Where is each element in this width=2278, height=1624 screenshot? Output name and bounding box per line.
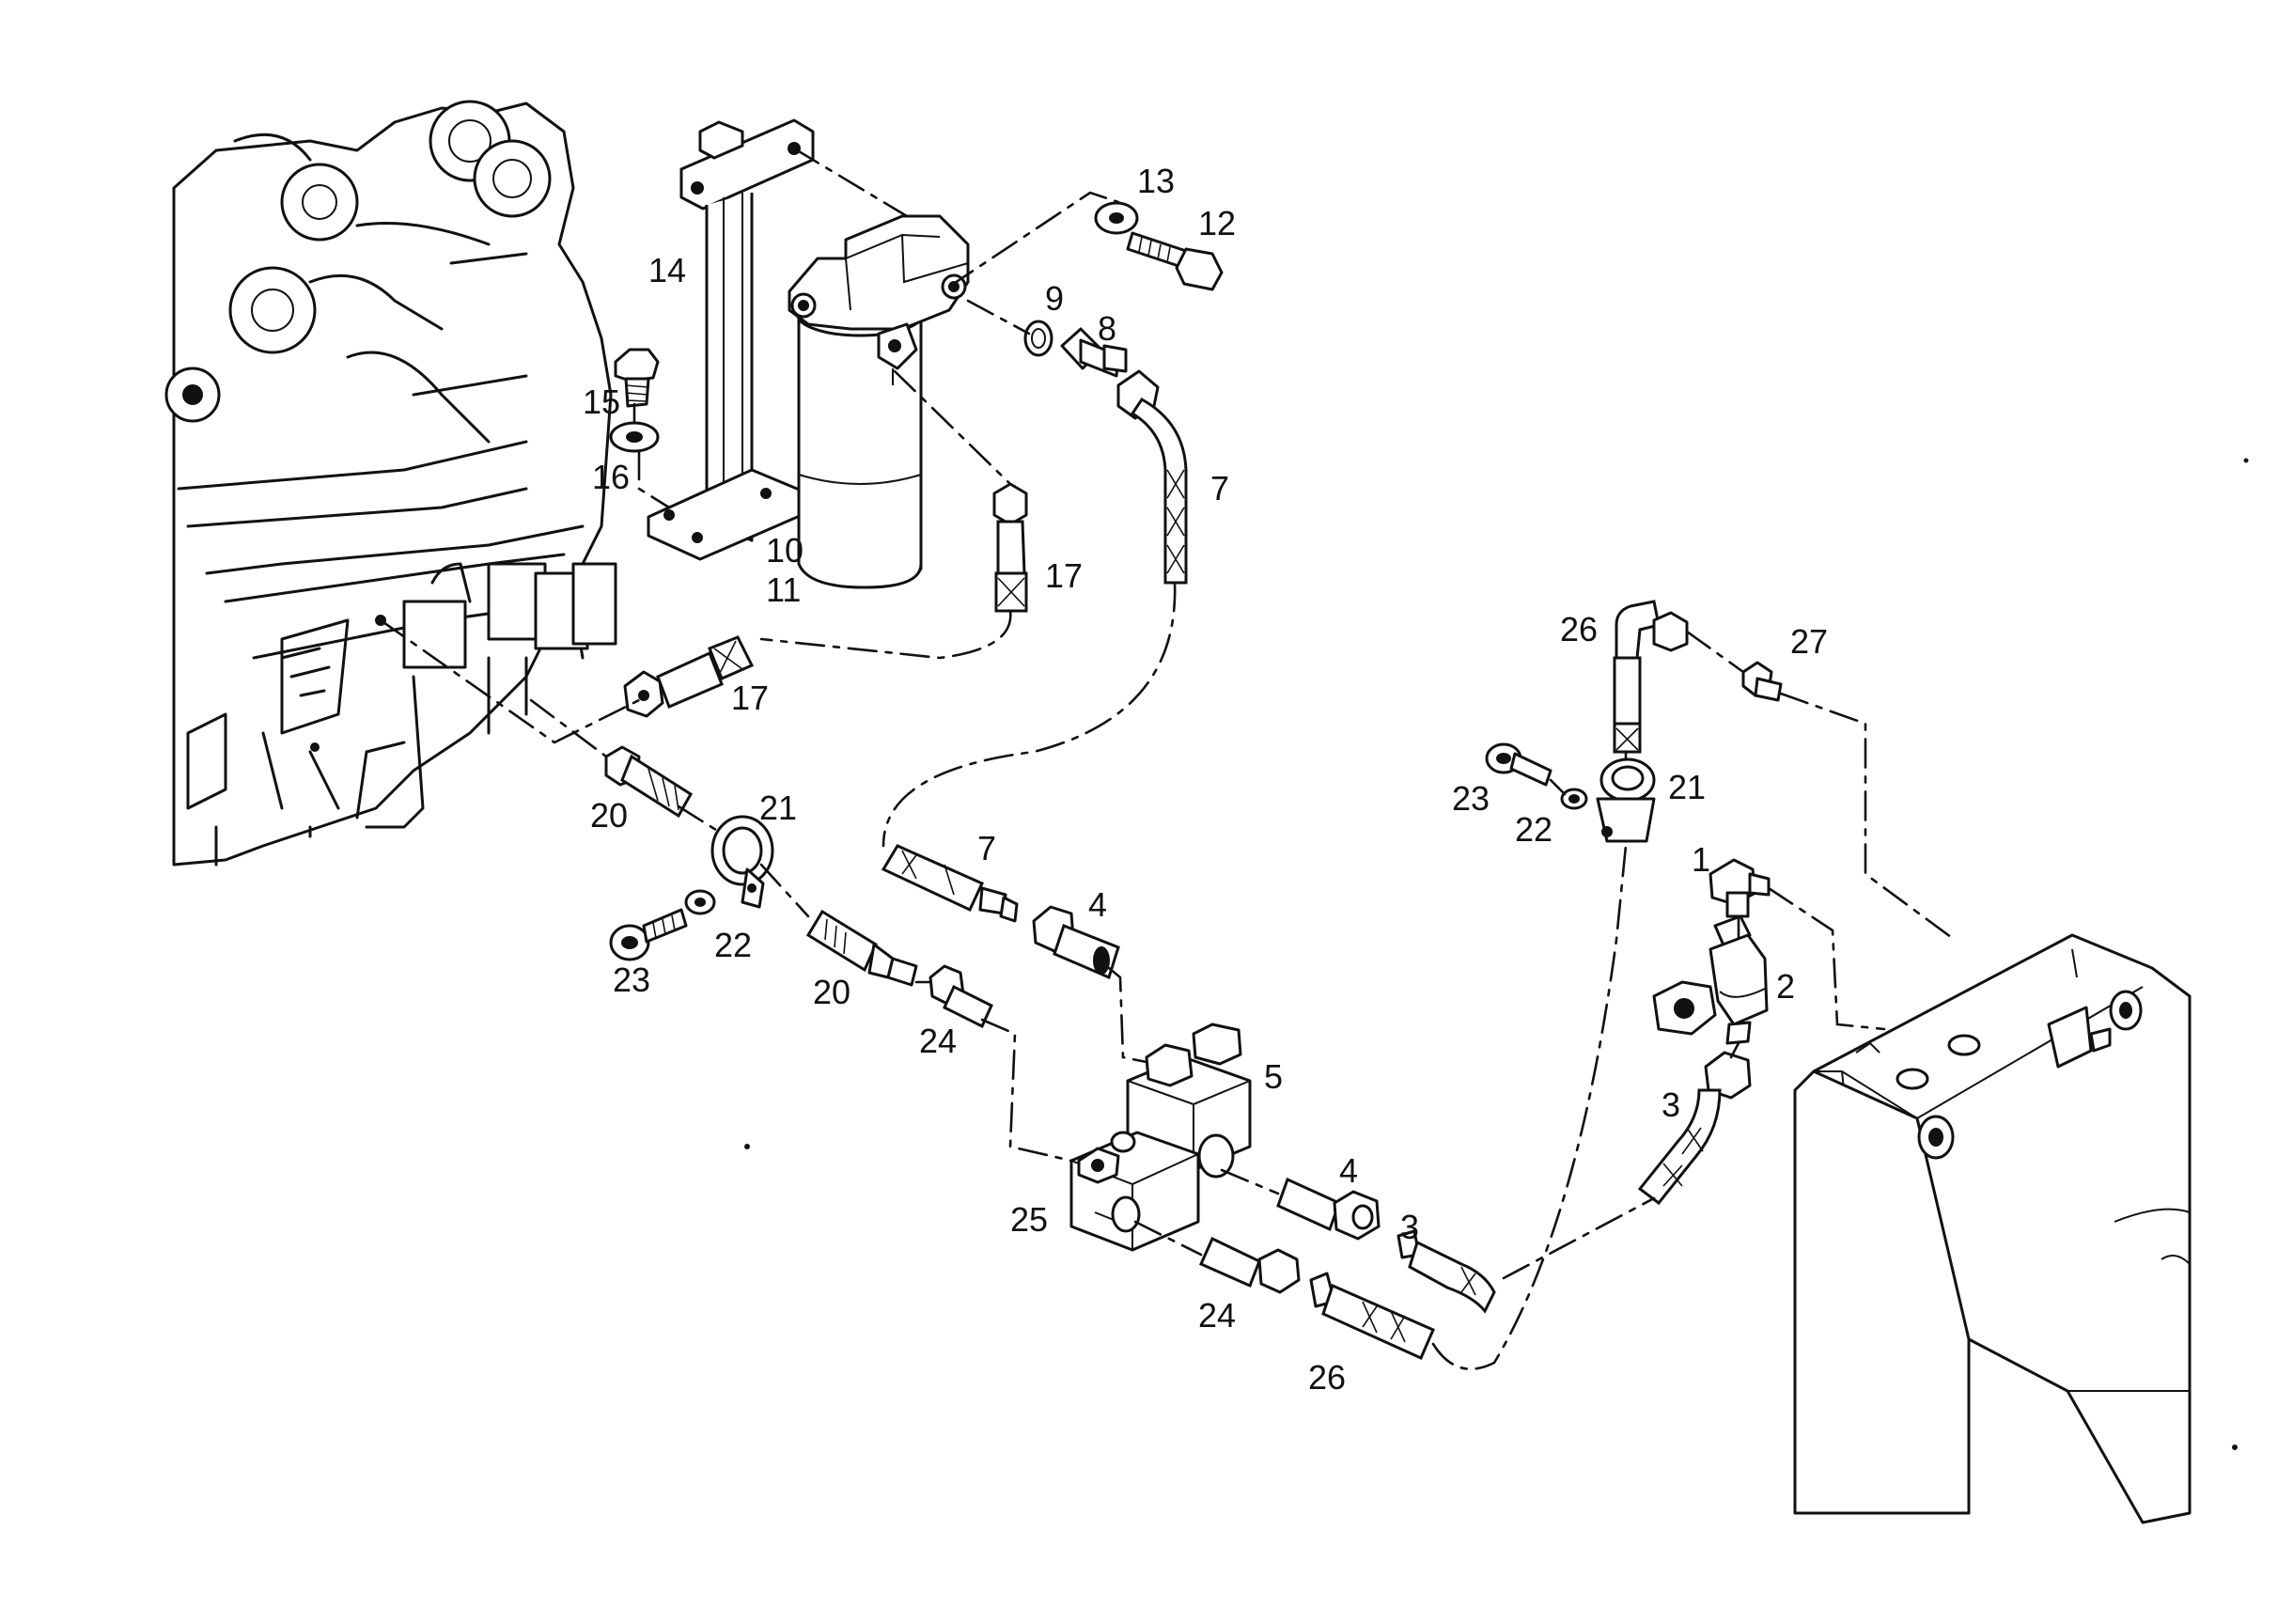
- union-27: [1741, 661, 1783, 702]
- fuel-tank: [1793, 933, 2192, 1524]
- callout-4: 4: [1088, 885, 1107, 924]
- clamp-21-left: [710, 815, 774, 909]
- engine-block: [164, 100, 617, 867]
- callout-23: 23: [613, 960, 650, 999]
- hose-3-lower: [1396, 1229, 1496, 1314]
- callout-24: 24: [1198, 1296, 1236, 1335]
- union-8: [1060, 327, 1128, 378]
- callout-26: 26: [1308, 1358, 1346, 1397]
- callout-3: 3: [1662, 1085, 1680, 1124]
- callout-26: 26: [1560, 610, 1598, 648]
- callout-23: 23: [1452, 779, 1490, 818]
- clamp-21-right: [1596, 757, 1656, 843]
- callout-10: 10: [766, 531, 804, 570]
- callout-8: 8: [1098, 309, 1116, 348]
- elbow-hose-26-upper: [1613, 600, 1689, 754]
- hose-7-upper: [1116, 369, 1188, 585]
- bolt-12: [1126, 231, 1224, 291]
- bolt-15: [614, 348, 660, 408]
- hose-26-lower: [1309, 1272, 1435, 1360]
- clamp-block-25: [1069, 1131, 1200, 1252]
- callout-1: 1: [1692, 840, 1710, 879]
- hose-17-lower: [623, 635, 755, 718]
- hose-7-lower: [881, 844, 1019, 923]
- callout-12: 12: [1198, 204, 1236, 242]
- o-ring-9: [1023, 320, 1053, 357]
- callout-17: 17: [731, 679, 769, 717]
- callout-20: 20: [590, 796, 628, 835]
- callout-14: 14: [648, 251, 686, 289]
- fitting-24-upper: [928, 964, 993, 1029]
- shutoff-valve-2: [1652, 914, 1769, 1045]
- callout-25: 25: [1010, 1200, 1048, 1239]
- routing-lines: [379, 147, 1957, 1370]
- callout-24: 24: [919, 1022, 957, 1060]
- washer-13: [1094, 201, 1139, 235]
- callout-5: 5: [1264, 1057, 1283, 1096]
- hose-20-left: [604, 745, 694, 819]
- capscrew-23-right: [1485, 742, 1552, 787]
- callout-16: 16: [592, 458, 630, 496]
- hose-17-upper: [992, 482, 1028, 613]
- callout-21: 21: [759, 789, 797, 827]
- callout-27: 27: [1790, 622, 1828, 661]
- washer-22-right: [1560, 788, 1588, 810]
- callout-22: 22: [1515, 810, 1552, 849]
- fitting-24-lower: [1199, 1236, 1301, 1294]
- capscrew-23-left: [609, 908, 688, 961]
- callout-13: 13: [1137, 162, 1175, 200]
- callout-4: 4: [1339, 1151, 1358, 1190]
- callout-9: 9: [1045, 279, 1064, 318]
- elbow-1: [1708, 858, 1771, 918]
- callout-17: 17: [1045, 556, 1083, 595]
- mounting-bracket: [647, 118, 815, 561]
- callout-7: 7: [977, 829, 996, 867]
- callout-20: 20: [813, 973, 850, 1011]
- callout-15: 15: [583, 383, 620, 421]
- fitting-4-lower: [1276, 1177, 1381, 1241]
- hose-20-lower: [805, 909, 918, 987]
- callout-2: 2: [1776, 967, 1795, 1006]
- callout-11: 11: [766, 570, 801, 609]
- callout-21: 21: [1668, 768, 1706, 806]
- callout-labels: 1 2 3 3 4 4 5 7 7 8 9 10 11 12 13 14 15 …: [583, 162, 1828, 1397]
- hose-3-right: [1637, 1051, 1752, 1206]
- callout-7: 7: [1210, 469, 1229, 508]
- specks: [744, 458, 2249, 1450]
- callout-3: 3: [1400, 1208, 1419, 1246]
- washer-16: [609, 421, 660, 453]
- fitting-4-upper: [1032, 905, 1120, 980]
- fuel-filter-assembly: [788, 214, 970, 589]
- washer-22-left: [684, 889, 716, 915]
- callout-22: 22: [714, 926, 752, 964]
